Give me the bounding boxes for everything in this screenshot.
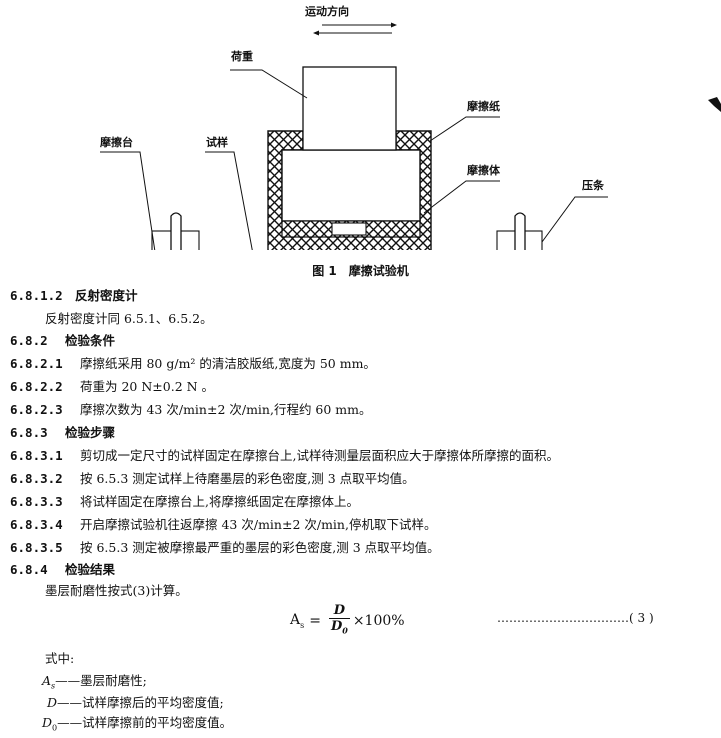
diagram-geometry [0, 0, 721, 250]
formula-fraction: D D0 [328, 603, 350, 639]
label-friction-paper: 摩擦纸 [467, 100, 500, 113]
figure-number: 图 1 [312, 264, 337, 278]
label-load: 荷重 [231, 50, 253, 63]
friction-body [267, 130, 432, 250]
load-weight [302, 66, 397, 151]
left-pin [170, 212, 182, 250]
equation-leader-dots: …………………………… [497, 611, 629, 625]
figure-title: 摩擦试验机 [348, 264, 409, 278]
label-press-strip: 压条 [582, 179, 604, 192]
equation-number-label: ( 3 ) [629, 611, 654, 625]
motion-direction-label: 运动方向 [305, 5, 349, 18]
paragraph-calc-intro: 墨层耐磨性按式(3)计算。 [45, 583, 188, 598]
paragraph-density-meter: 反射密度计同 6.5.1、6.5.2。 [45, 311, 213, 326]
formula-equals: = [309, 612, 321, 629]
where-item-d0: D0——试样摩擦前的平均密度值。 [42, 715, 233, 733]
equation-number: ……………………………( 3 ) [497, 611, 654, 625]
formula-denominator: D0 [330, 619, 348, 636]
leader-lines [100, 69, 608, 250]
formula-lhs: As [290, 611, 305, 630]
where-intro: 式中: [45, 651, 75, 666]
figure-caption: 图 1 摩擦试验机 [0, 262, 721, 279]
label-friction-body: 摩擦体 [467, 164, 500, 177]
formula-3: As = D D0 ×100% [290, 603, 405, 639]
formula-numerator: D [333, 603, 346, 618]
where-item-as: As——墨层耐磨性; [42, 673, 147, 691]
formula-times: ×100% [352, 612, 405, 629]
where-item-d: D——试样摩擦后的平均密度值; [47, 695, 224, 710]
motion-arrows [313, 22, 397, 36]
label-friction-table: 摩擦台 [100, 136, 133, 149]
right-pin [514, 212, 526, 250]
fraction-bar [328, 618, 350, 619]
label-sample: 试样 [206, 136, 228, 149]
scan-mark [708, 97, 721, 112]
